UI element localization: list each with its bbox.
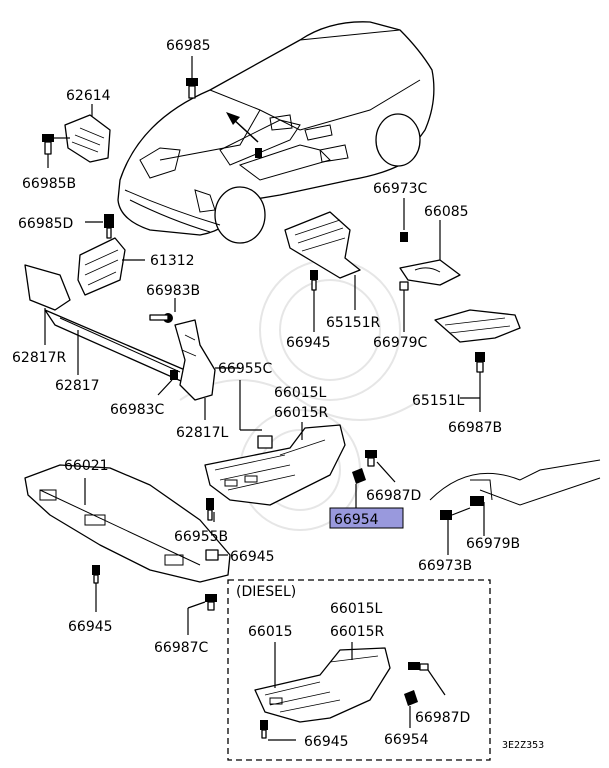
front-direction-arrow-icon (226, 112, 262, 158)
diesel-section-box (227, 579, 491, 761)
label-62817L: 62817L (176, 425, 229, 441)
diesel-clip-66954 (404, 690, 418, 728)
bolt-66983B (149, 298, 176, 323)
bolt-66987B (460, 352, 485, 412)
label-61312: 61312 (150, 253, 195, 269)
bracket-62614 (64, 104, 111, 163)
label-66987B: 66987B (448, 420, 502, 436)
bracket-62817L (174, 319, 240, 420)
label-66945-b: 66945 (230, 549, 275, 565)
label-66945-d: 66945 (304, 734, 349, 750)
clip-66945-lower (92, 565, 100, 612)
bolt-66987C (187, 594, 217, 635)
under-guard-66015 (204, 422, 346, 506)
rear-wheel-arch (429, 459, 601, 506)
car-body-outline (117, 21, 435, 244)
label-66955B: 66955B (174, 529, 228, 545)
label-66955C: 66955C (218, 361, 273, 377)
clip-66955C (239, 380, 273, 449)
diesel-bolt-66987D (408, 662, 446, 696)
clip-66954 (329, 468, 404, 529)
label-66985B: 66985B (22, 176, 76, 192)
label-62817: 62817 (55, 378, 100, 394)
label-66979B: 66979B (466, 536, 520, 552)
bolt-66973C (400, 198, 408, 242)
label-66945-a: 66945 (286, 335, 331, 351)
label-66983B: 66983B (146, 283, 200, 299)
label-66973C: 66973C (373, 181, 428, 197)
clip-66979B (470, 496, 485, 536)
label-diesel-66987D: 66987D (415, 710, 470, 726)
diesel-clip-66945 (260, 720, 296, 741)
label-diesel-66015: 66015 (248, 624, 293, 640)
bolt-66985B (42, 134, 70, 168)
label-66945-c: 66945 (68, 619, 113, 635)
panel-61312 (77, 237, 145, 296)
label-65151L: 65151L (412, 393, 465, 409)
label-66954: 66954 (334, 512, 379, 528)
label-66021: 66021 (64, 458, 109, 474)
clip-66979C (399, 281, 409, 332)
clip-66955B (205, 498, 228, 561)
part-labels: 66985 62614 66985B 66985D 61312 66983B 6… (12, 38, 544, 751)
cover-66085 (399, 220, 461, 286)
diagram-code: 3E2Z353 (502, 740, 544, 751)
label-66015R: 66015R (274, 405, 329, 421)
bolt-66983C (157, 370, 178, 396)
guard-65151R (284, 211, 361, 310)
label-62817R: 62817R (12, 350, 67, 366)
under-cover-66021 (24, 464, 231, 583)
bolt-66985D (85, 214, 114, 239)
label-66973B: 66973B (418, 558, 472, 574)
label-diesel-66954: 66954 (384, 732, 429, 748)
label-66985D: 66985D (18, 216, 73, 232)
label-diesel: (DIESEL) (236, 584, 296, 600)
label-66979C: 66979C (373, 335, 428, 351)
guard-65151L (434, 309, 521, 343)
label-diesel-66015L: 66015L (330, 601, 383, 617)
bolt-66985 (186, 56, 198, 99)
clip-66945-upper (310, 270, 318, 332)
label-66983C: 66983C (110, 402, 165, 418)
diesel-under-guard (254, 642, 391, 723)
clip-66973B (440, 507, 471, 555)
label-65151R: 65151R (326, 315, 381, 331)
label-66987C: 66987C (154, 640, 209, 656)
label-66015L: 66015L (274, 385, 327, 401)
bracket-62817R (24, 264, 71, 345)
bolt-66987D (365, 450, 396, 483)
label-62614: 62614 (66, 88, 111, 104)
label-66085: 66085 (424, 204, 469, 220)
label-66987D: 66987D (366, 488, 421, 504)
label-diesel-66015R: 66015R (330, 624, 385, 640)
label-66985: 66985 (166, 38, 211, 54)
